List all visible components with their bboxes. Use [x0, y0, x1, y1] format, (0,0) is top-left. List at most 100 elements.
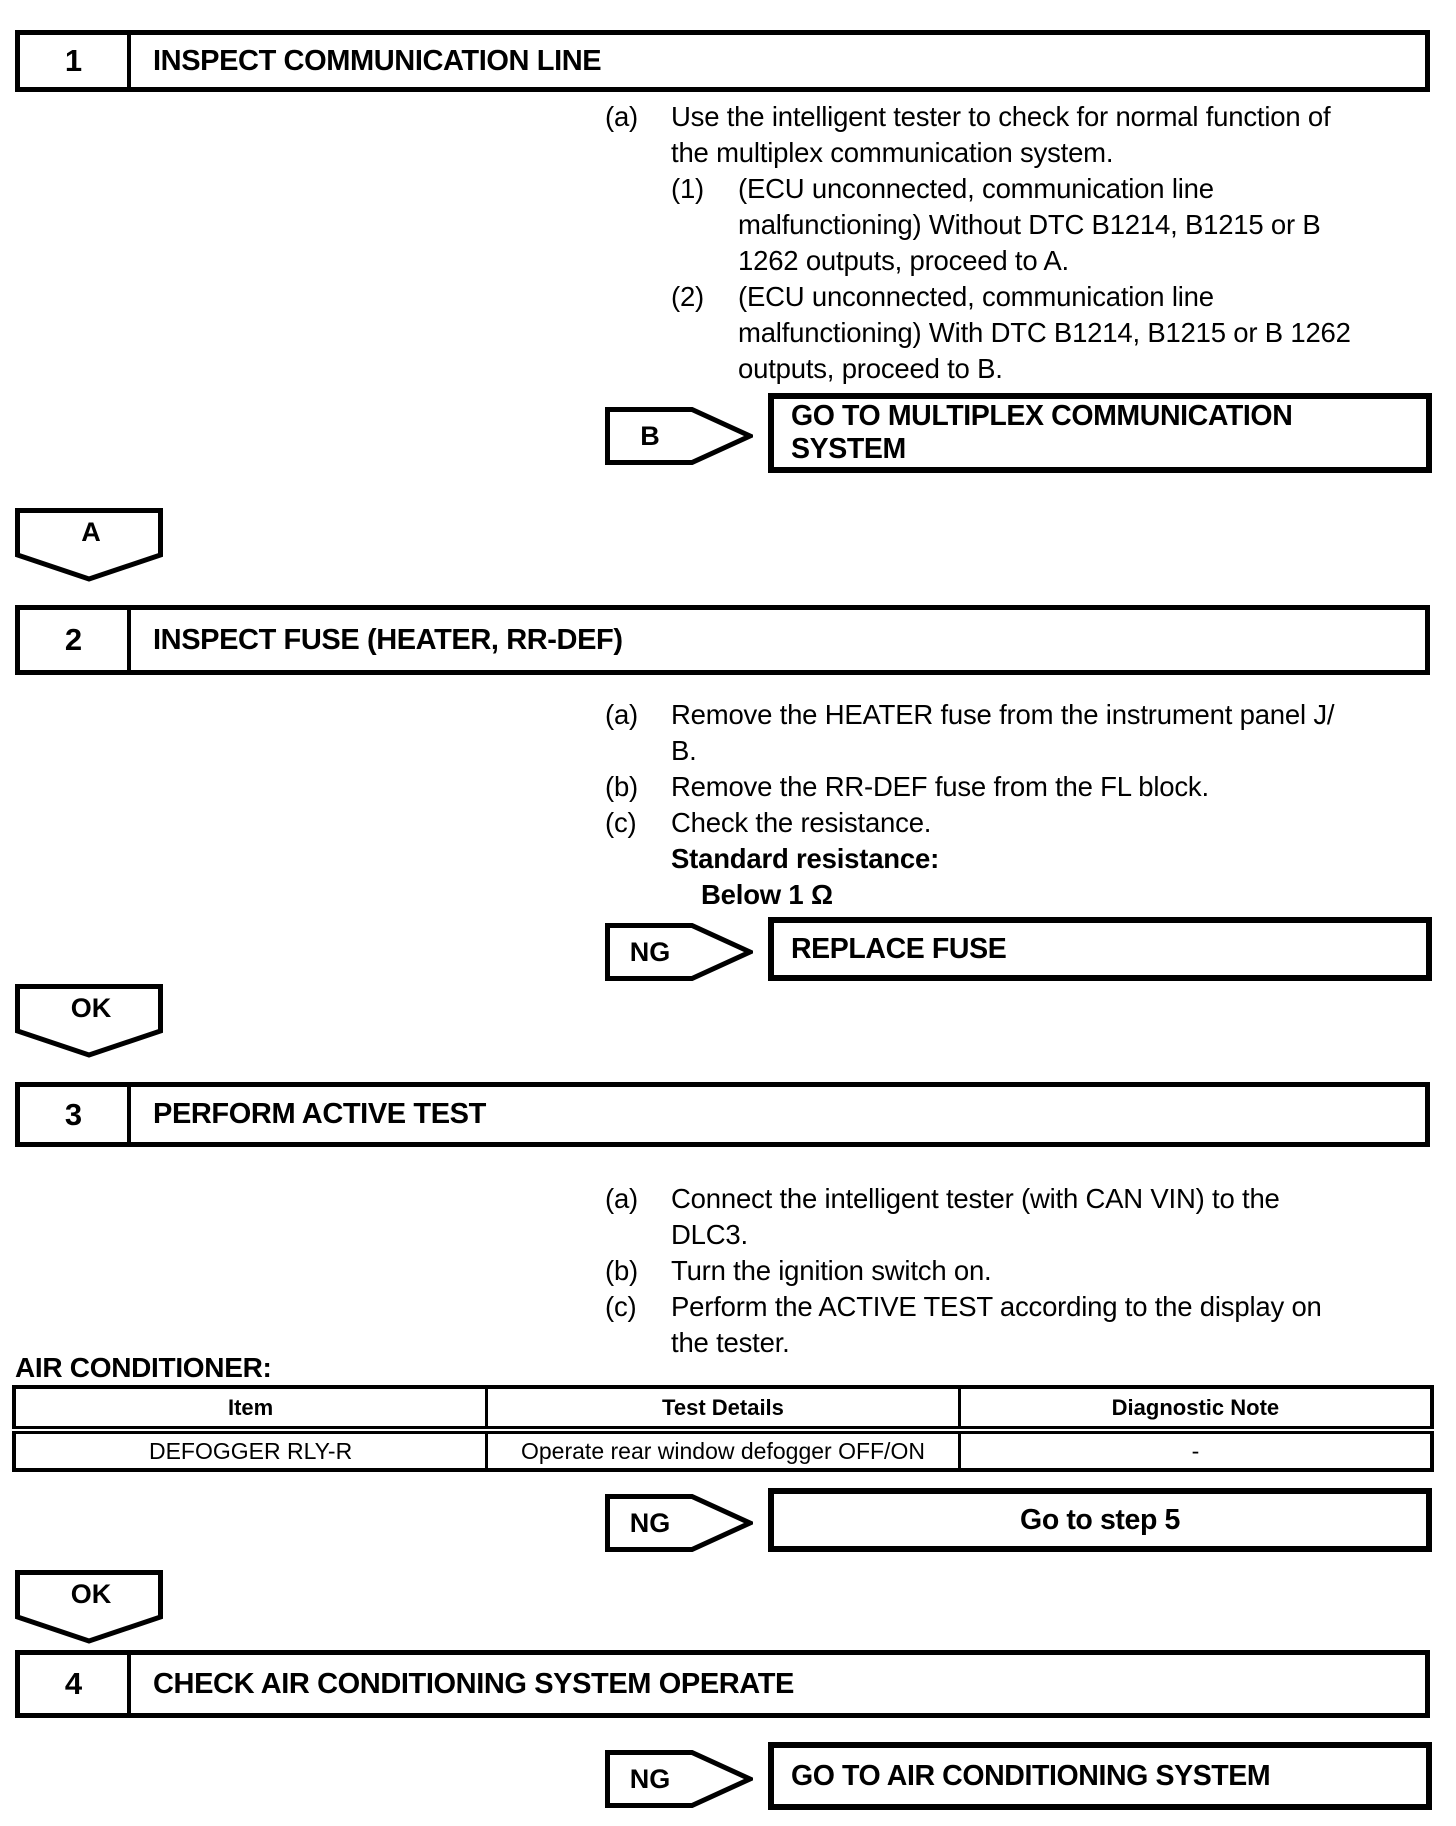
step-4-title: CHECK AIR CONDITIONING SYSTEM OPERATE [153, 1667, 794, 1700]
instruction-line: (b) Turn the ignition switch on. [605, 1253, 1445, 1289]
list-marker [671, 351, 738, 387]
step-1-title: INSPECT COMMUNICATION LINE [153, 44, 602, 77]
instruction-text: Check the resistance. [671, 807, 932, 838]
step-2-number: 2 [20, 610, 131, 670]
connector-ok2-pentagon: OK [15, 1570, 163, 1644]
connector-a-pentagon: A [15, 508, 163, 582]
table-header-diagnostic-note: Diagnostic Note [957, 1385, 1434, 1434]
down-arrow-pentagon-icon [15, 984, 163, 1058]
list-marker [671, 315, 738, 351]
connector-b-label: B [640, 420, 660, 451]
instruction-line: (2) (ECU unconnected, communication line [605, 279, 1445, 315]
list-marker: (a) [605, 699, 639, 730]
result-text: GO TO MULTIPLEX COMMUNICATION [791, 400, 1293, 432]
table-header-item: Item [12, 1385, 489, 1434]
connector-a-label: A [81, 516, 101, 547]
instruction-line: malfunctioning) With DTC B1214, B1215 or… [605, 315, 1445, 351]
table-header-row: Item Test Details Diagnostic Note [12, 1385, 1434, 1434]
instruction-text: the multiplex communication system. [671, 137, 1114, 168]
instruction-line: (a) Use the intelligent tester to check f… [605, 99, 1445, 135]
table-cell-test-details: Operate rear window defogger OFF/ON [485, 1428, 961, 1472]
instruction-line-standard-resistance: Standard resistance: [605, 841, 1445, 877]
instruction-text: Use the intelligent tester to check for … [671, 101, 1331, 132]
list-marker: (b) [605, 1255, 639, 1286]
list-marker [605, 841, 671, 877]
result-text: Go to step 5 [1020, 1503, 1180, 1536]
step-3-number: 3 [20, 1087, 131, 1142]
instruction-text: (ECU unconnected, communication line [738, 173, 1214, 204]
list-marker [605, 1217, 671, 1253]
instruction-line-resistance-value: Below 1 Ω [605, 877, 1445, 913]
instruction-text: (ECU unconnected, communication line [738, 281, 1214, 312]
instruction-text: Perform the ACTIVE TEST according to the… [671, 1291, 1322, 1322]
instruction-line: (b) Remove the RR-DEF fuse from the FL bl… [605, 769, 1445, 805]
connector-b-pentagon: B [605, 407, 753, 465]
result-box-multiplex: GO TO MULTIPLEX COMMUNICATION SYSTEM [768, 393, 1432, 473]
list-marker [671, 207, 738, 243]
step-4-header: 4 CHECK AIR CONDITIONING SYSTEM OPERATE [15, 1650, 1430, 1718]
instruction-text: the tester. [671, 1327, 790, 1358]
instruction-text: 1262 outputs, proceed to A. [738, 245, 1069, 276]
step-4-number: 4 [20, 1655, 131, 1713]
instruction-line: DLC3. [605, 1217, 1445, 1253]
step-3-title: PERFORM ACTIVE TEST [153, 1098, 486, 1130]
connector-ng3-label: NG [629, 1763, 671, 1794]
step-3-instructions: (a) Connect the intelligent tester (with … [605, 1181, 1445, 1361]
connector-ng1-pentagon: NG [605, 923, 753, 981]
instruction-line: the tester. [605, 1325, 1445, 1361]
connector-ok1-pentagon: OK [15, 984, 163, 1058]
result-text: GO TO AIR CONDITIONING SYSTEM [791, 1759, 1271, 1792]
instruction-line: (c) Check the resistance. [605, 805, 1445, 841]
step-1-number: 1 [20, 35, 131, 87]
instruction-line: (a) Connect the intelligent tester (with … [605, 1181, 1445, 1217]
instruction-text: Below 1 Ω [701, 879, 833, 910]
list-marker [605, 733, 671, 769]
instruction-text: Remove the HEATER fuse from the instrume… [671, 699, 1335, 730]
step-2-instructions: (a) Remove the HEATER fuse from the instr… [605, 697, 1445, 913]
list-marker: (a) [605, 101, 639, 132]
step-3-header: 3 PERFORM ACTIVE TEST [15, 1082, 1430, 1147]
instruction-line: the multiplex communication system. [605, 135, 1445, 171]
instruction-text: DLC3. [671, 1219, 748, 1250]
connector-ng2-pentagon: NG [605, 1494, 753, 1552]
instruction-text: outputs, proceed to B. [738, 353, 1003, 384]
list-marker: (1) [671, 173, 705, 204]
instruction-text: B. [671, 735, 697, 766]
list-marker [605, 135, 671, 171]
right-arrow-pentagon-icon [605, 1494, 753, 1552]
step-1-instructions: (a) Use the intelligent tester to check f… [605, 99, 1445, 387]
step-2-title: INSPECT FUSE (HEATER, RR-DEF) [153, 623, 623, 656]
instruction-line: outputs, proceed to B. [605, 351, 1445, 387]
connector-ok1-label: OK [70, 992, 112, 1023]
list-marker: (b) [605, 771, 639, 802]
list-marker [605, 1325, 671, 1361]
instruction-line: (a) Remove the HEATER fuse from the instr… [605, 697, 1445, 733]
list-marker: (a) [605, 1183, 639, 1214]
instruction-text: malfunctioning) Without DTC B1214, B1215… [738, 209, 1321, 240]
result-box-air-conditioning: GO TO AIR CONDITIONING SYSTEM [768, 1742, 1432, 1810]
list-marker: (2) [671, 281, 705, 312]
list-marker: (c) [605, 807, 637, 838]
connector-ng1-label: NG [629, 936, 671, 967]
result-box-go-to-step-5: Go to step 5 [768, 1488, 1432, 1552]
instruction-line: (1) (ECU unconnected, communication line [605, 171, 1445, 207]
step-2-header: 2 INSPECT FUSE (HEATER, RR-DEF) [15, 605, 1430, 675]
instruction-text: malfunctioning) With DTC B1214, B1215 or… [738, 317, 1351, 348]
instruction-text: Turn the ignition switch on. [671, 1255, 992, 1286]
right-arrow-pentagon-icon [605, 923, 753, 981]
table-cell-diagnostic-note: - [957, 1428, 1434, 1472]
instruction-line: B. [605, 733, 1445, 769]
connector-ng2-label: NG [629, 1507, 671, 1538]
instruction-text: Remove the RR-DEF fuse from the FL block… [671, 771, 1209, 802]
table-cell-item: DEFOGGER RLY-R [12, 1428, 489, 1472]
instruction-line: 1262 outputs, proceed to A. [605, 243, 1445, 279]
result-text: REPLACE FUSE [791, 932, 1007, 965]
result-text: SYSTEM [791, 433, 906, 465]
instruction-line: malfunctioning) Without DTC B1214, B1215… [605, 207, 1445, 243]
instruction-text: Connect the intelligent tester (with CAN… [671, 1183, 1280, 1214]
instruction-text: Standard resistance: [671, 843, 940, 874]
step-1-header: 1 INSPECT COMMUNICATION LINE [15, 30, 1430, 92]
section-heading-air-conditioner: AIR CONDITIONER: [15, 1352, 272, 1383]
table-row: DEFOGGER RLY-R Operate rear window defog… [12, 1428, 1434, 1472]
